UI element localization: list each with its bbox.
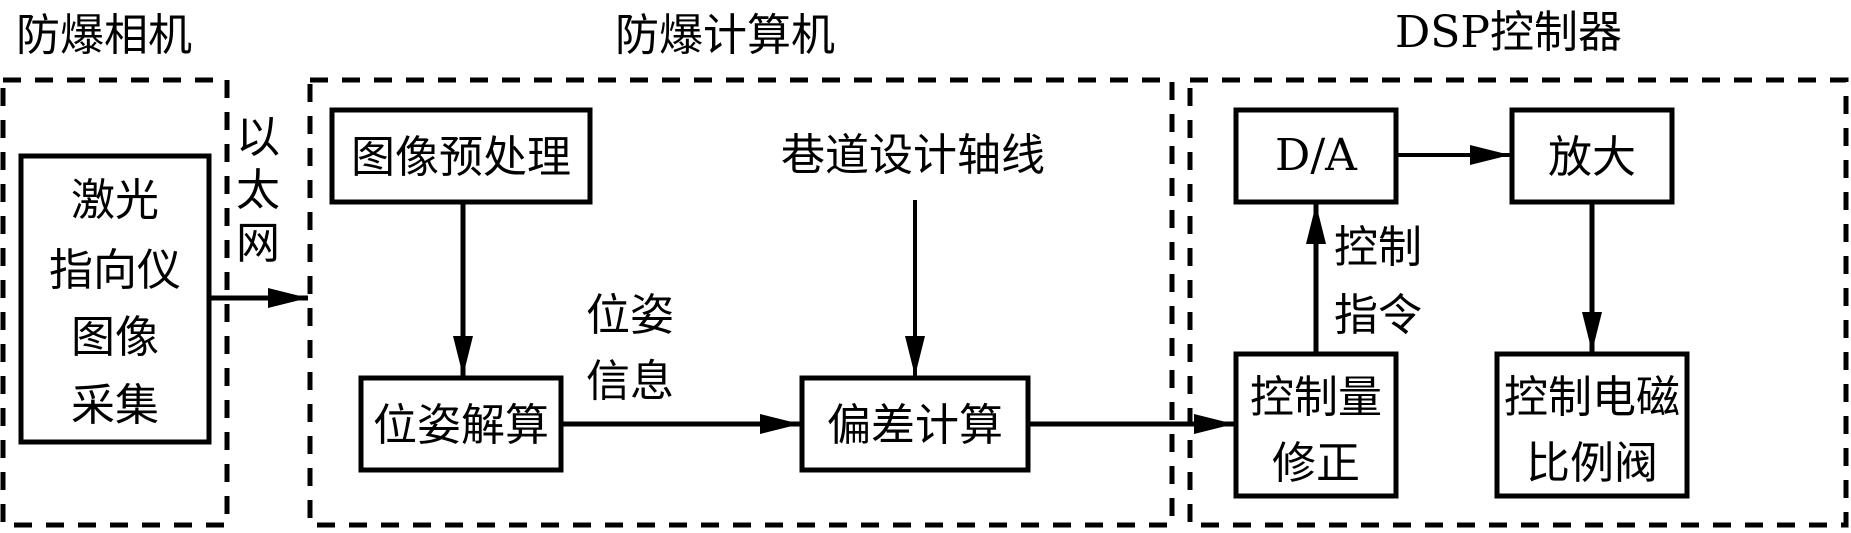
block-control-correction: 控制量 修正	[1233, 351, 1399, 499]
svg-text:采集: 采集	[71, 380, 159, 431]
svg-text:位姿: 位姿	[586, 290, 674, 341]
svg-text:D/A: D/A	[1275, 130, 1358, 181]
group-title-camera: 防爆相机	[16, 10, 192, 61]
label-pose-info: 位姿 信息	[586, 290, 674, 407]
svg-text:控制量: 控制量	[1250, 372, 1382, 423]
label-roadway-axis: 巷道设计轴线	[781, 130, 1045, 181]
svg-text:修正: 修正	[1272, 438, 1360, 489]
group-title-computer: 防爆计算机	[615, 10, 835, 61]
svg-text:控制电磁: 控制电磁	[1504, 372, 1680, 423]
svg-text:信息: 信息	[586, 356, 674, 407]
svg-text:指向仪: 指向仪	[49, 245, 181, 296]
svg-text:太: 太	[236, 165, 280, 216]
svg-text:比例阀: 比例阀	[1526, 438, 1658, 489]
group-title-dsp: DSP控制器	[1395, 7, 1622, 58]
svg-text:偏差计算: 偏差计算	[827, 400, 1003, 451]
label-control-command: 控制 指令	[1334, 222, 1422, 341]
block-amplifier: 放大	[1509, 107, 1675, 205]
block-da-converter: D/A	[1233, 107, 1399, 205]
svg-text:图像: 图像	[71, 312, 159, 363]
svg-text:激光: 激光	[71, 175, 159, 226]
svg-text:网: 网	[236, 218, 280, 269]
group-boundary-computer	[307, 77, 1175, 528]
block-image-preprocess: 图像预处理	[329, 107, 593, 205]
svg-text:控制: 控制	[1334, 222, 1422, 273]
block-deviation-calc: 偏差计算	[799, 375, 1031, 473]
svg-text:指令: 指令	[1334, 290, 1422, 341]
label-ethernet: 以 太 网	[236, 112, 280, 269]
svg-text:放大: 放大	[1548, 132, 1636, 183]
block-proportional-valve: 控制电磁 比例阀	[1494, 351, 1690, 499]
svg-text:以: 以	[236, 112, 280, 163]
block-pose-solve: 位姿解算	[358, 375, 564, 473]
group-boundary-dsp	[1187, 77, 1849, 528]
svg-text:位姿解算: 位姿解算	[373, 400, 549, 451]
group-boundary-camera	[0, 77, 230, 528]
block-laser-acquisition: 激光 指向仪 图像 采集	[18, 153, 212, 445]
svg-text:图像预处理: 图像预处理	[351, 132, 571, 183]
